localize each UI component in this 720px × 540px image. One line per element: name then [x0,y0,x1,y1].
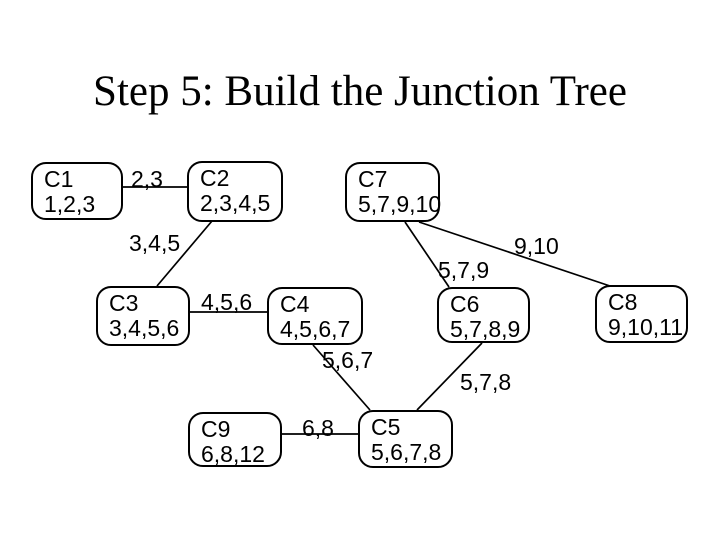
edge-c6-c5 [416,342,483,411]
clique-name: C8 [608,289,638,315]
clique-name: C3 [109,290,139,316]
clique-node-c5: C5 5,6,7,8 [358,410,453,468]
separator-label-c3-c4: 4,5,6 [201,289,253,315]
clique-name: C1 [44,166,74,192]
clique-node-c9: C9 6,8,12 [188,412,282,467]
clique-node-c3: C3 3,4,5,6 [96,286,190,346]
separator-label-c4-c5: 5,6,7 [322,347,374,373]
clique-node-c2: C2 2,3,4,5 [187,161,283,222]
separator-label-c7-c8: 9,10 [514,233,559,259]
clique-members: 1,2,3 [44,191,96,217]
edge-c7-c8 [418,221,614,288]
clique-name: C4 [280,291,310,317]
clique-name: C7 [358,166,388,192]
edge-c2-c3 [156,220,213,287]
slide-title: Step 5: Build the Junction Tree [93,68,627,115]
separator-label-c9-c5: 6,8 [302,415,334,441]
separator-label-c6-c5: 5,7,8 [460,369,512,395]
clique-node-c4: C4 4,5,6,7 [267,287,363,345]
clique-members: 5,6,7,8 [371,439,442,465]
clique-node-c6: C6 5,7,8,9 [437,287,530,343]
separator-label-c2-c3: 3,4,5 [129,230,181,256]
clique-name: C9 [201,416,231,442]
clique-members: 5,7,8,9 [450,316,521,342]
clique-members: 4,5,6,7 [280,316,351,342]
clique-name: C2 [200,165,230,191]
edge-c4-c5 [312,344,371,411]
clique-members: 5,7,9,10 [358,191,442,217]
clique-node-c8: C8 9,10,11 [595,285,688,343]
edge-c7-c6 [404,221,450,288]
clique-members: 3,4,5,6 [109,315,180,341]
clique-members: 2,3,4,5 [200,190,271,216]
clique-node-c1: C1 1,2,3 [31,162,123,220]
clique-members: 6,8,12 [201,441,265,467]
separator-label-c7-c6: 5,7,9 [438,257,490,283]
clique-name: C5 [371,414,401,440]
clique-name: C6 [450,291,480,317]
clique-members: 9,10,11 [608,314,684,340]
separator-label-c1-c2: 2,3 [131,166,163,192]
clique-node-c7: C7 5,7,9,10 [345,162,442,222]
